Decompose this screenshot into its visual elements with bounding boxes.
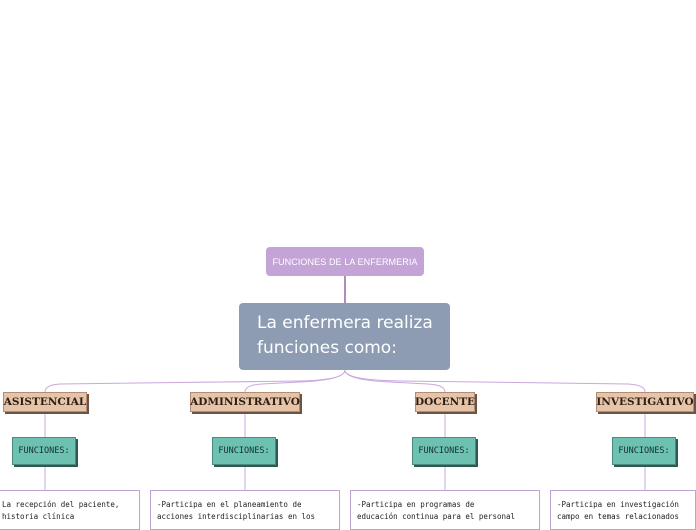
connector-central-administrativo — [244, 369, 346, 393]
connector-central-investigativo — [344, 369, 646, 393]
branch-administrativo[interactable]: ADMINISTRATIVO — [190, 392, 300, 412]
branch-docente[interactable]: DOCENTE — [415, 392, 475, 412]
central-topic-line-1: La enfermera realiza — [257, 313, 433, 333]
funciones-node-administrativo[interactable]: FUNCIONES: — [212, 437, 276, 465]
description-node-docente[interactable]: -Participa en programas de educación con… — [350, 490, 540, 530]
central-topic-line-2: funciones como: — [257, 338, 397, 358]
description-node-administrativo[interactable]: -Participa en el planeamiento de accione… — [150, 490, 340, 530]
connector-central-asistencial — [44, 369, 346, 393]
funciones-node-docente[interactable]: FUNCIONES: — [412, 437, 476, 465]
connector-central-docente — [344, 369, 446, 393]
description-node-investigativo[interactable]: -Participa en investigación campo en tem… — [550, 490, 696, 530]
central-topic-node[interactable]: La enfermera realiza funciones como: — [239, 303, 450, 370]
branch-asistencial[interactable]: ASISTENCIAL — [3, 392, 87, 412]
description-node-asistencial[interactable]: La recepción del paciente, historia clín… — [0, 490, 140, 530]
funciones-node-asistencial[interactable]: FUNCIONES: — [12, 437, 76, 465]
branch-investigativo[interactable]: INVESTIGATIVO — [596, 392, 694, 412]
map-title-node[interactable]: FUNCIONES DE LA ENFERMERIA — [266, 247, 424, 276]
funciones-node-investigativo[interactable]: FUNCIONES: — [612, 437, 676, 465]
